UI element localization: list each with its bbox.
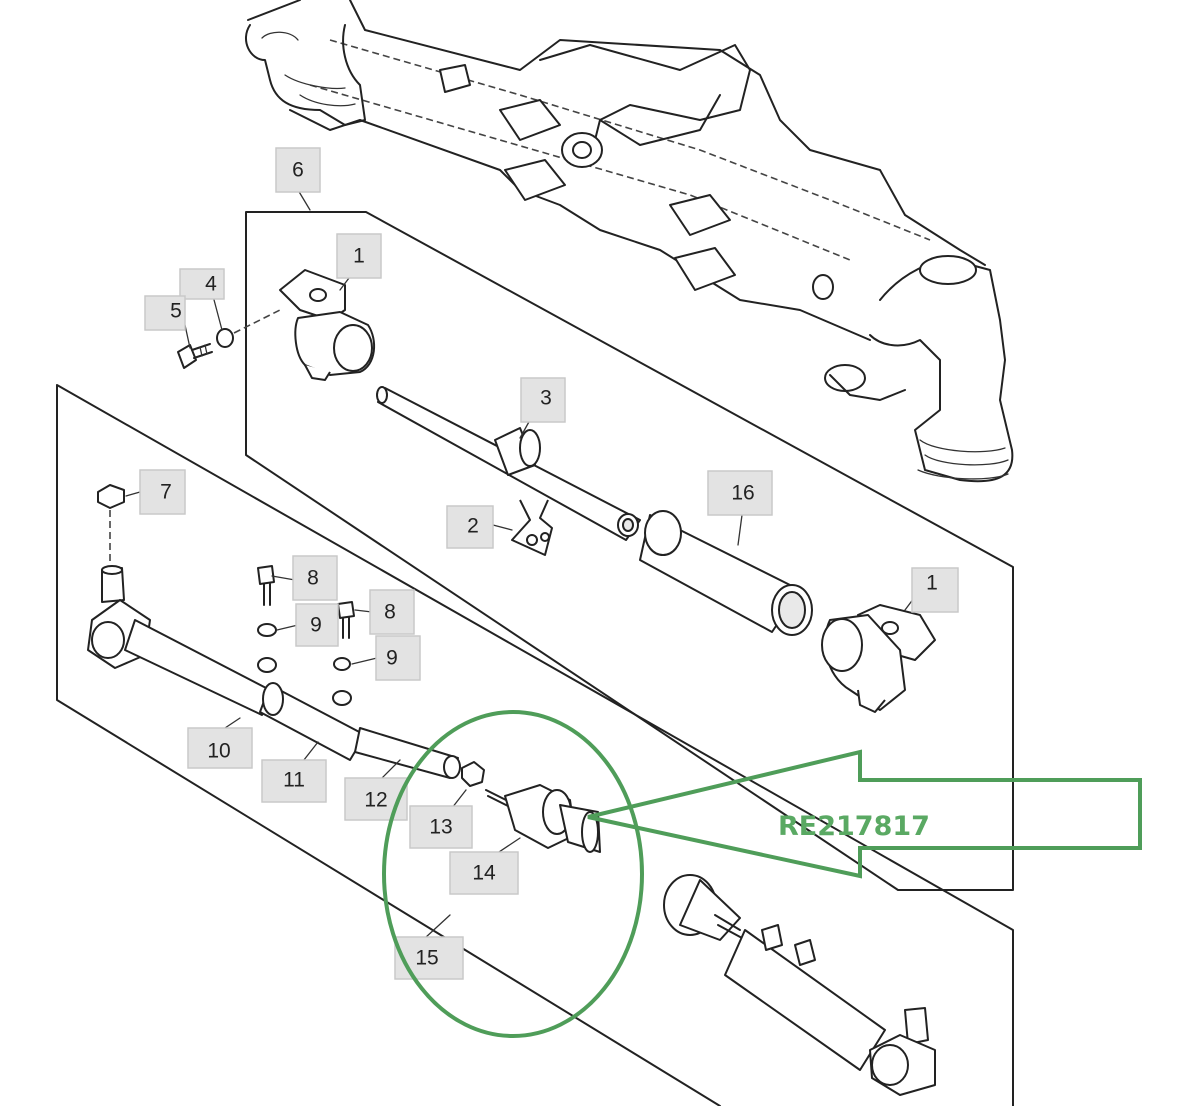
- svg-text:3: 3: [540, 387, 552, 410]
- callout-6: 6: [275, 147, 321, 193]
- svg-text:11: 11: [283, 769, 305, 792]
- assembly-6-outline: [245, 211, 1014, 891]
- callout-9-lower: 9: [375, 635, 421, 681]
- callout-13: 13: [409, 805, 473, 849]
- nut-part-7: [97, 484, 125, 509]
- inner-tie-rod-end-part-14: [485, 784, 601, 853]
- svg-text:15: 15: [415, 947, 438, 970]
- svg-text:8: 8: [307, 567, 319, 590]
- svg-text:9: 9: [386, 647, 398, 670]
- callout-3: 3: [520, 377, 566, 423]
- grease-pack-part-2: [511, 499, 553, 556]
- svg-text:1: 1: [926, 572, 938, 595]
- callout-9-upper: 9: [295, 603, 339, 647]
- svg-text:4: 4: [205, 273, 217, 296]
- nuts-parts-9: [257, 623, 352, 706]
- part-highlight-annotation: RE217817: [382, 710, 1142, 1038]
- svg-text:12: 12: [364, 789, 387, 812]
- svg-text:6: 6: [292, 159, 304, 182]
- clamp-part-1-lower: [821, 604, 936, 713]
- shaft-part-3: [376, 386, 641, 541]
- svg-text:14: 14: [472, 862, 496, 885]
- svg-text:1: 1: [353, 245, 365, 268]
- callout-1-upper: 1: [336, 233, 382, 279]
- callout-1-lower: 1: [911, 567, 959, 613]
- clamp-part-1-upper: [279, 269, 376, 381]
- highlight-arrow: [587, 749, 1142, 879]
- highlighted-part-number: RE217817: [778, 811, 930, 842]
- callout-7: 7: [139, 469, 186, 515]
- callout-5: 5: [144, 295, 186, 331]
- sleeve-part-11: [259, 682, 366, 761]
- leader-lines: [125, 269, 921, 939]
- bolts-parts-8: [257, 565, 355, 639]
- svg-text:10: 10: [207, 740, 230, 763]
- highlight-circle: [382, 710, 644, 1038]
- callout-10: 10: [187, 727, 253, 769]
- callout-14: 14: [449, 851, 519, 895]
- callout-8-lower: 8: [369, 589, 415, 635]
- nut-part-13: [461, 761, 485, 787]
- callout-15: 15: [394, 936, 464, 980]
- svg-text:5: 5: [170, 300, 182, 323]
- washer-part-4: [216, 328, 234, 348]
- callout-11: 11: [261, 759, 327, 803]
- svg-text:13: 13: [429, 816, 452, 839]
- svg-text:2: 2: [467, 515, 479, 538]
- callout-4: 4: [179, 268, 225, 300]
- svg-text:16: 16: [731, 482, 754, 505]
- tie-rod-right: [663, 874, 936, 1096]
- tube-part-10: [124, 619, 271, 716]
- tie-rod-end-left: [87, 565, 151, 669]
- front-axle-drawing: [245, 0, 1014, 483]
- tube-part-12: [354, 727, 461, 779]
- bolt-part-5: [177, 343, 213, 369]
- sleeve-part-16: [639, 510, 813, 636]
- callout-16: 16: [707, 470, 773, 516]
- assembly-15-outline: [56, 384, 1014, 1106]
- svg-text:9: 9: [310, 614, 322, 637]
- svg-text:7: 7: [160, 481, 172, 504]
- svg-text:8: 8: [384, 601, 396, 624]
- callout-8-upper: 8: [292, 555, 338, 601]
- callout-2: 2: [446, 505, 494, 549]
